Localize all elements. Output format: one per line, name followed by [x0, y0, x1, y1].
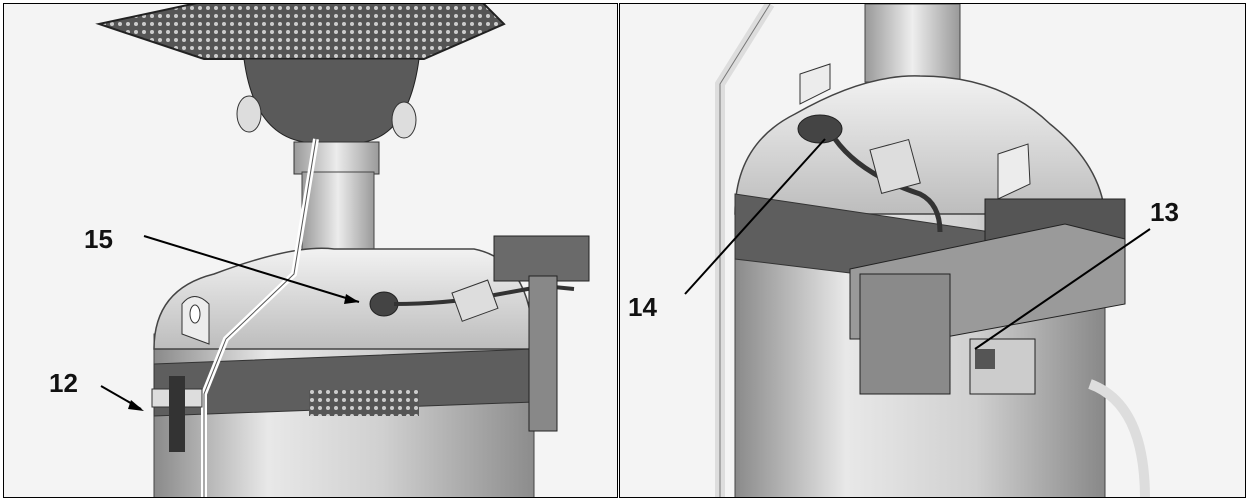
right-illustration [620, 4, 1245, 497]
lifting-lug-right [997, 143, 1031, 200]
leader-14 [684, 138, 826, 295]
callout-15: 15 [84, 224, 113, 254]
right-pipe [1088, 379, 1150, 497]
mesh-plate [95, 4, 506, 60]
exhaust-pipe-top [864, 4, 961, 83]
sensor-fitting-15 [369, 291, 399, 317]
left-diagram-panel: 15 12 [3, 3, 618, 498]
exhaust-pipe [301, 171, 375, 253]
sensor-clip [451, 279, 499, 322]
sensor-clip-right [869, 138, 921, 195]
right-knob [391, 101, 417, 139]
bracket-post [528, 275, 558, 432]
bracket-side-plate [859, 273, 951, 395]
leader-15 [143, 235, 360, 303]
left-illustration [4, 4, 617, 497]
sensor-fitting-14 [797, 114, 843, 144]
leader-13 [974, 228, 1151, 350]
band-mesh-label [309, 390, 419, 416]
callout-12: 12 [49, 368, 78, 398]
pipe-collar [293, 141, 380, 175]
callout-14: 14 [628, 292, 657, 322]
callout-13: 13 [1150, 197, 1179, 227]
mount-bracket [493, 235, 590, 282]
sensor-cable-14 [832, 137, 943, 233]
right-diagram-panel: 14 13 [619, 3, 1246, 498]
left-knob [236, 95, 262, 133]
lifting-lug-left [799, 63, 831, 105]
